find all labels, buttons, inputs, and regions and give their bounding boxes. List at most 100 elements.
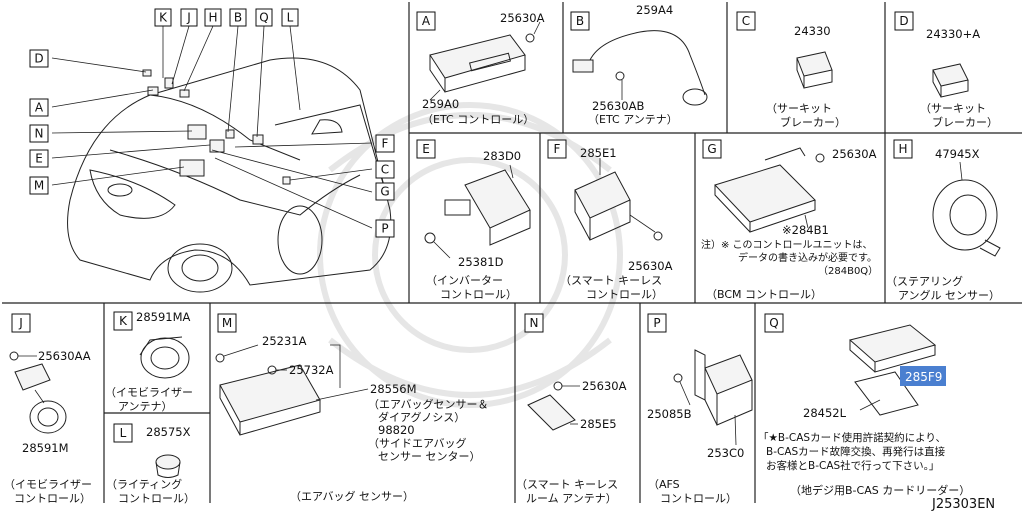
panel-j-caption-1: （イモビライザー — [4, 478, 92, 491]
svg-text:Q: Q — [259, 11, 268, 25]
svg-text:M: M — [222, 316, 232, 330]
callout-box-c: C — [375, 160, 395, 179]
callout-box-p: P — [375, 219, 395, 238]
svg-text:H: H — [208, 11, 217, 25]
callout-box-b: B — [229, 8, 247, 27]
callout-box-d: D — [29, 49, 49, 68]
callout-box-m: M — [29, 176, 49, 195]
part-number-25630a-g: 25630A — [832, 147, 877, 161]
panel-c-caption-2: ブレーカー） — [780, 115, 846, 129]
part-number-259a4: 259A4 — [636, 3, 673, 17]
part-number-285e1: 285E1 — [580, 146, 617, 160]
svg-text:D: D — [34, 52, 43, 66]
callout-box-j: J — [180, 8, 198, 27]
panel-m-caption: （エアバッグ センサー） — [290, 489, 414, 503]
svg-text:N: N — [530, 316, 539, 330]
svg-text:J: J — [186, 11, 191, 25]
svg-text:285F9: 285F9 — [905, 370, 942, 384]
panel-a-caption: （ETC コントロール） — [422, 113, 534, 126]
svg-text:F: F — [382, 137, 389, 151]
panel-grid — [2, 2, 1022, 503]
panel-n-letter: N — [524, 313, 544, 333]
panel-j-letter: J — [11, 313, 31, 333]
callout-box-q: Q — [255, 8, 273, 27]
callout-box-f: F — [375, 134, 395, 153]
svg-text:E: E — [422, 142, 430, 156]
panel-k-caption-2: アンテナ） — [118, 400, 173, 413]
panel-l: L 28575X （ライティング コントロール） — [106, 423, 195, 505]
part-number-25732a: 25732A — [289, 363, 334, 377]
panel-m-desc2-1: （サイドエアバッグ — [368, 436, 467, 450]
panel-f: F 285E1 25630A （スマート キーレス コントロール） — [547, 139, 673, 301]
callout-box-h: H — [204, 8, 222, 27]
panel-e-caption-1: （インバーター — [426, 274, 503, 287]
panel-k-caption-1: （イモビライザー — [105, 386, 193, 399]
panel-q-note-1: 「★B-CASカード使用許諾契約により、 — [758, 431, 946, 444]
panel-g-letter: G — [702, 139, 722, 159]
part-number-25085b: 25085B — [647, 407, 692, 421]
part-number-25630a-f: 25630A — [628, 259, 673, 273]
part-number-28556m: 28556M — [370, 382, 417, 396]
panel-c-caption-1: （サーキット — [766, 102, 832, 115]
part-number-24330: 24330 — [794, 24, 831, 38]
panel-e: E 283D0 25381D （インバーター コントロール） — [416, 139, 531, 301]
part-number-284b1: ※284B1 — [782, 223, 829, 237]
panel-g-note-2: データの書き込みが必要です。 — [738, 251, 877, 264]
panel-g-note-1: 注）※ このコントロールユニットは、 — [701, 238, 873, 251]
panel-m: M 25231A 25732A 28556M （エアバッグセンサー＆ ダイアグノ… — [215, 313, 489, 503]
panel-l-letter: L — [113, 423, 133, 443]
svg-text:P: P — [653, 316, 660, 330]
svg-text:J: J — [18, 316, 23, 330]
panel-a: A 25630A 259A0 （ETC コントロール） — [416, 11, 545, 126]
svg-text:A: A — [35, 101, 44, 115]
panel-c: C 24330 （サーキット ブレーカー） — [736, 11, 846, 129]
svg-text:F: F — [554, 142, 561, 156]
panel-q-letter: Q — [764, 313, 784, 333]
part-number-28452l: 28452L — [803, 406, 847, 420]
panel-p-caption-2: コントロール） — [660, 492, 737, 505]
panel-m-desc1-2: ダイアグノシス） — [378, 410, 465, 424]
panel-q-note-2: B-CASカード故障交換、再発行は直接 — [766, 445, 946, 458]
panel-j: J 25630AA 28591M （イモビライザー コントロール） — [4, 313, 92, 505]
part-number-259a0: 259A0 — [422, 97, 459, 111]
svg-text:K: K — [159, 11, 168, 25]
svg-text:A: A — [422, 14, 431, 28]
svg-text:L: L — [287, 11, 294, 25]
panel-j-caption-2: コントロール） — [14, 492, 91, 505]
svg-text:E: E — [35, 152, 43, 166]
panel-m-desc2-2: センサー センター） — [378, 450, 481, 463]
panel-g-caption: （BCM コントロール） — [706, 288, 822, 301]
part-number-285e5: 285E5 — [580, 417, 617, 431]
highlighted-part-285f9: 285F9 — [900, 366, 946, 386]
panel-m-letter: M — [217, 313, 237, 333]
panel-m-desc1-1: （エアバッグセンサー＆ — [368, 397, 489, 411]
svg-text:N: N — [35, 127, 44, 141]
part-number-25630a: 25630A — [500, 11, 545, 25]
panel-a-letter: A — [416, 11, 436, 31]
panel-d: D 24330+A （サーキット ブレーカー） — [894, 11, 998, 129]
part-number-25381d: 25381D — [458, 255, 504, 269]
part-number-25630a-n: 25630A — [582, 379, 627, 393]
vehicle-overview — [67, 57, 392, 293]
panel-h-caption-2: アングル センサー） — [898, 288, 1000, 302]
svg-text:C: C — [742, 14, 750, 28]
callout-box-g: G — [375, 182, 395, 201]
part-number-28591ma: 28591MA — [136, 310, 191, 324]
panel-d-letter: D — [894, 11, 914, 31]
part-number-28575x: 28575X — [146, 425, 191, 439]
panel-n: N 25630A 285E5 （スマート キーレス ルーム アンテナ） — [516, 313, 627, 505]
panel-p: P 25085B 253C0 （AFS コントロール） — [647, 313, 753, 505]
panel-g-note-3: （284B0Q） — [818, 265, 878, 277]
panel-h-letter: H — [893, 139, 913, 159]
panel-n-caption-2: ルーム アンテナ） — [526, 492, 617, 505]
part-number-24330a: 24330+A — [926, 27, 980, 41]
part-number-25630ab: 25630AB — [592, 99, 644, 113]
panel-h-caption-1: （ステアリング — [886, 274, 963, 288]
panel-f-caption-2: コントロール） — [586, 288, 663, 301]
svg-text:M: M — [34, 179, 44, 193]
panel-l-caption-1: （ライティング — [106, 477, 182, 491]
part-number-47945x: 47945X — [935, 147, 980, 161]
svg-text:L: L — [120, 426, 127, 440]
panel-f-caption-1: （スマート キーレス — [560, 274, 662, 287]
